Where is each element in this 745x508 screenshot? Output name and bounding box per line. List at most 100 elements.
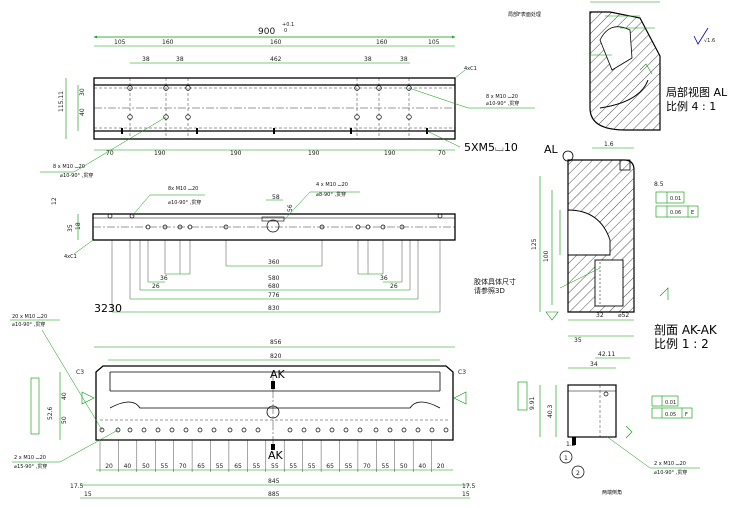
- pitch-label: 55: [253, 463, 261, 470]
- right-note-2: ⌀10-90° ,贯穿: [654, 469, 687, 476]
- note-bottom-bl-2: ⌀15-90° ,贯穿: [14, 463, 47, 470]
- note-top-right-2: ⌀10-90° ,贯穿: [486, 100, 519, 107]
- dim-580: 580: [268, 275, 280, 282]
- dim-190-a: 190: [154, 150, 166, 157]
- side-dim-0: 52.6: [47, 406, 54, 420]
- note-bottom-tl-1: 20 x M10 ⌴20: [12, 314, 47, 320]
- dim-42-11: 42.11: [598, 351, 615, 358]
- note-top-left-1: 8 x M10 ⌴20: [53, 164, 85, 170]
- right-bottom-note: 两端倒角: [602, 489, 622, 496]
- pitch-label: 20: [437, 463, 445, 470]
- pitch-label: 65: [234, 463, 242, 470]
- pitch-label: 65: [326, 463, 334, 470]
- dim-17-5-right: 17.5: [462, 483, 476, 490]
- gtol-flat: 0.01: [670, 196, 681, 202]
- dim-100: 100: [543, 250, 550, 262]
- dim-70-left: 70: [106, 150, 114, 157]
- note-front-a-1: 8x M10 ⌴20: [168, 186, 198, 192]
- dim-52: ⌀52: [618, 312, 629, 319]
- dim-360: 360: [268, 259, 280, 266]
- dim-38-d: 38: [400, 56, 408, 63]
- pitch-label: 40: [418, 463, 426, 470]
- dim-776: 776: [268, 292, 280, 299]
- note-front-b-2: ⌀8-90° ,贯穿: [316, 191, 346, 198]
- balloon-2-text: 2: [576, 470, 580, 477]
- dim-125: 125: [531, 238, 538, 250]
- front-view: 36 36 26 26 360 580 680 776 830 3230 12 …: [51, 182, 456, 315]
- dim-17-5-left: 17.5: [70, 483, 84, 490]
- dim-36-left: 36: [160, 275, 168, 282]
- right-side-dim-2: 1.2: [566, 441, 576, 448]
- detail-top-note: 局部F表面处理: [508, 11, 541, 18]
- right-gtol-par: 0.05: [665, 412, 676, 418]
- dim-56: 56: [287, 204, 294, 212]
- balloon-1: [559, 450, 573, 464]
- dim-58: 58: [272, 194, 280, 201]
- thread-note: 5XM5⌴10: [464, 141, 518, 154]
- section-note-2: 请参照3D: [474, 286, 505, 295]
- section-scale: 比例 1 : 2: [654, 337, 709, 351]
- note-bottom-tl-2: ⌀10-90° ,贯穿: [12, 321, 45, 328]
- dim-26-right: 26: [390, 283, 398, 290]
- dim-885: 885: [268, 491, 280, 498]
- balloon-1-text: 1: [564, 455, 568, 462]
- dim-190-b: 190: [230, 150, 242, 157]
- top-view-outline: [93, 77, 456, 140]
- section-mark-top: AK: [270, 368, 286, 381]
- detail-scale: 比例 4 : 1: [666, 99, 716, 113]
- dim-105-left: 105: [114, 39, 126, 46]
- dim-680: 680: [268, 283, 280, 290]
- section-view-ak: AL 125 100 32 35 ⌀52 1.6 8.5 0.01 0.06 E: [474, 141, 718, 351]
- pitch-label: 70: [363, 463, 371, 470]
- pitch-label: 55: [308, 463, 316, 470]
- dim-38-b: 38: [176, 56, 184, 63]
- pitch-label: 65: [197, 463, 205, 470]
- pitch-label: 55: [289, 463, 297, 470]
- top-view: 900 +0.1 0 105 160 160 160 105 38 38 462…: [40, 22, 535, 179]
- right-detail-outline: [567, 384, 617, 438]
- right-side-dim-0: 9.91: [529, 396, 536, 410]
- dim-900-tol2: 0: [284, 28, 287, 34]
- side-dim-1: 40: [61, 392, 68, 400]
- dim-160-c: 160: [376, 39, 388, 46]
- dim-900-text: 900: [258, 27, 275, 37]
- note-top-left-2: ⌀10-90° ,贯穿: [60, 172, 93, 179]
- dim-38-a: 38: [142, 56, 150, 63]
- pitch-label: 50: [400, 463, 408, 470]
- note-front-b-1: 4 x M10 ⌴20: [316, 182, 348, 188]
- roughness-val: 1.6: [604, 141, 614, 148]
- dim-8-5: 8.5: [654, 181, 664, 188]
- c3-left: C3: [76, 369, 84, 376]
- dim-35: 35: [574, 337, 582, 344]
- dim-900-tol: +0.1: [282, 22, 294, 28]
- bottom-view-outline: [95, 365, 454, 441]
- dim-845: 845: [268, 478, 280, 485]
- pitch-label: 55: [271, 463, 279, 470]
- balloon-2: [571, 465, 585, 479]
- dim-105-right: 105: [428, 39, 440, 46]
- side-dim-2: 50: [61, 416, 68, 424]
- dim-30-text: 30: [79, 88, 86, 96]
- chamfer-top: 4xC1: [464, 66, 477, 72]
- dim-15-right: 15: [462, 491, 470, 498]
- dim-462: 462: [270, 56, 282, 63]
- pitch-label: 20: [105, 463, 113, 470]
- dim-38-c: 38: [364, 56, 372, 63]
- chamfer-front: 4xC1: [64, 254, 77, 260]
- dim-820: 820: [270, 353, 282, 360]
- pitch-label: 70: [179, 463, 187, 470]
- dim-18: 18: [75, 222, 82, 230]
- section-title: 剖面 AK-AK: [654, 323, 718, 337]
- right-note-1: 2 x M10 ⌴20: [654, 461, 686, 467]
- dim-26-left: 26: [152, 283, 160, 290]
- dim-856: 856: [270, 339, 282, 346]
- dim-12: 12: [51, 197, 58, 205]
- dim-190-d: 190: [384, 150, 396, 157]
- dim-height-text: 115.11: [58, 91, 65, 112]
- dim-32: 32: [596, 312, 604, 319]
- detail-view-al: 局部F表面处理 √1.6 局部视图 AL 比例 4 : 1: [508, 1, 728, 131]
- c3-right: C3: [458, 369, 466, 376]
- right-detail-view: 42.11 34 9.91 40.3 1.2 0.01 0.05 F 1 2 2…: [517, 351, 700, 496]
